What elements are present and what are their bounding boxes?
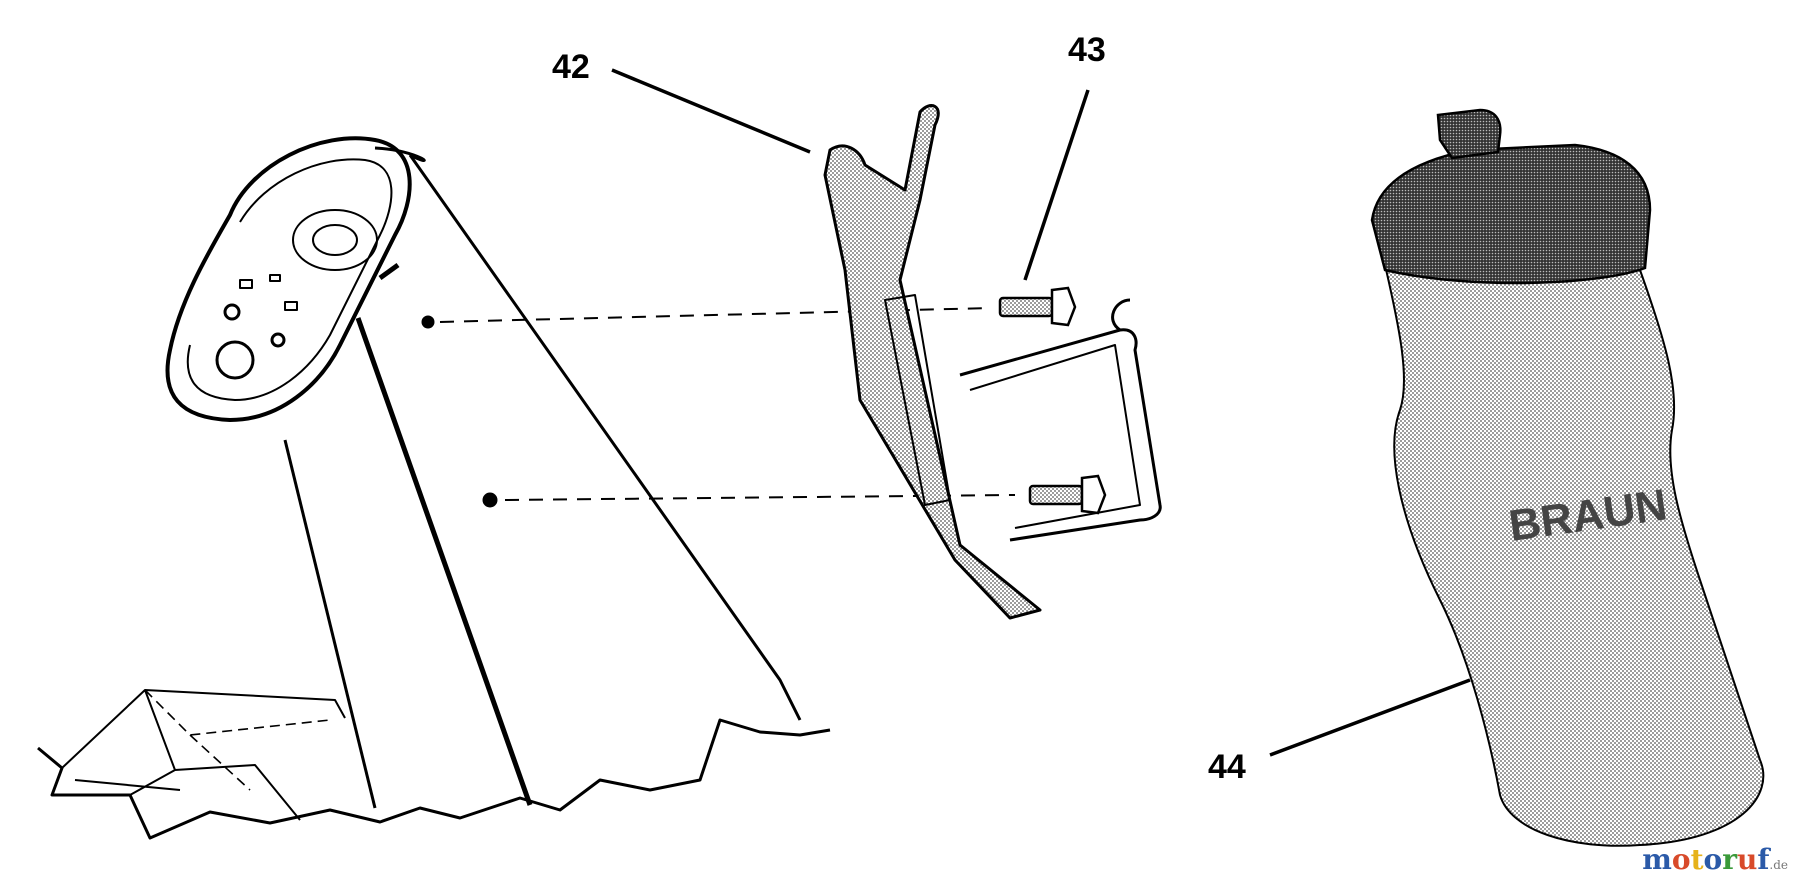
frame-flange-hole bbox=[223, 303, 241, 321]
frame-base-inner bbox=[61, 689, 346, 821]
watermark-letter: o bbox=[1671, 843, 1691, 876]
watermark-letter: r bbox=[1722, 843, 1737, 876]
frame-tube-left-edge bbox=[283, 439, 377, 809]
water-bottle: BRAUN bbox=[1370, 108, 1765, 847]
callout-42: 42 bbox=[552, 48, 590, 86]
frame-tube-top bbox=[374, 146, 426, 163]
watermark-letters: motoruf bbox=[1642, 843, 1769, 876]
mounting-bolt-lower bbox=[1028, 474, 1107, 515]
cage-wire-loop bbox=[959, 298, 1162, 542]
leader-line-43 bbox=[1023, 89, 1090, 281]
bottle-body bbox=[1383, 263, 1765, 847]
frame-mount-hole-lower bbox=[482, 492, 498, 508]
frame-base-dashed bbox=[144, 689, 331, 791]
leader-lines bbox=[611, 68, 1471, 757]
frame-flange-slot bbox=[269, 274, 281, 282]
watermark-letter: u bbox=[1736, 843, 1758, 876]
leader-line-44 bbox=[1269, 678, 1471, 757]
frame-flange-slot bbox=[284, 301, 298, 311]
watermark-letter: f bbox=[1757, 843, 1770, 876]
alignment-line-lower bbox=[504, 494, 1016, 501]
frame-flange-slot bbox=[239, 279, 253, 289]
frame-tube-center-edge bbox=[355, 317, 533, 806]
watermark-letter: m bbox=[1642, 843, 1672, 876]
frame-tube-right-edge bbox=[408, 154, 802, 721]
mounting-bolt-upper bbox=[998, 286, 1077, 327]
watermark-logo: motoruf.de bbox=[1642, 843, 1788, 876]
callout-43: 43 bbox=[1068, 31, 1106, 69]
cage-backplate bbox=[823, 104, 1042, 620]
bottle-nozzle bbox=[1436, 108, 1502, 160]
frame-top-opening-inner bbox=[312, 224, 358, 256]
frame-slot bbox=[378, 262, 400, 281]
leader-line-42 bbox=[611, 68, 811, 154]
watermark-letter: t bbox=[1690, 843, 1704, 876]
frame-top-opening bbox=[292, 209, 378, 271]
callout-44: 44 bbox=[1208, 748, 1246, 786]
frame-top-flange bbox=[165, 136, 412, 422]
frame-base-plate bbox=[37, 718, 831, 840]
frame-flange-hole bbox=[215, 340, 255, 380]
cage-backplate-slot bbox=[884, 294, 951, 506]
bottle-cap bbox=[1370, 143, 1652, 285]
watermark-letter: o bbox=[1703, 843, 1723, 876]
cage-wire-inner bbox=[969, 344, 1141, 529]
frame-flange-hole bbox=[270, 332, 286, 348]
frame-mount-hole-upper bbox=[421, 315, 435, 329]
frame-top-flange-inner bbox=[186, 158, 393, 401]
bottle-cage bbox=[823, 104, 1162, 620]
frame-post bbox=[37, 136, 831, 840]
watermark-tld: .de bbox=[1769, 858, 1788, 872]
